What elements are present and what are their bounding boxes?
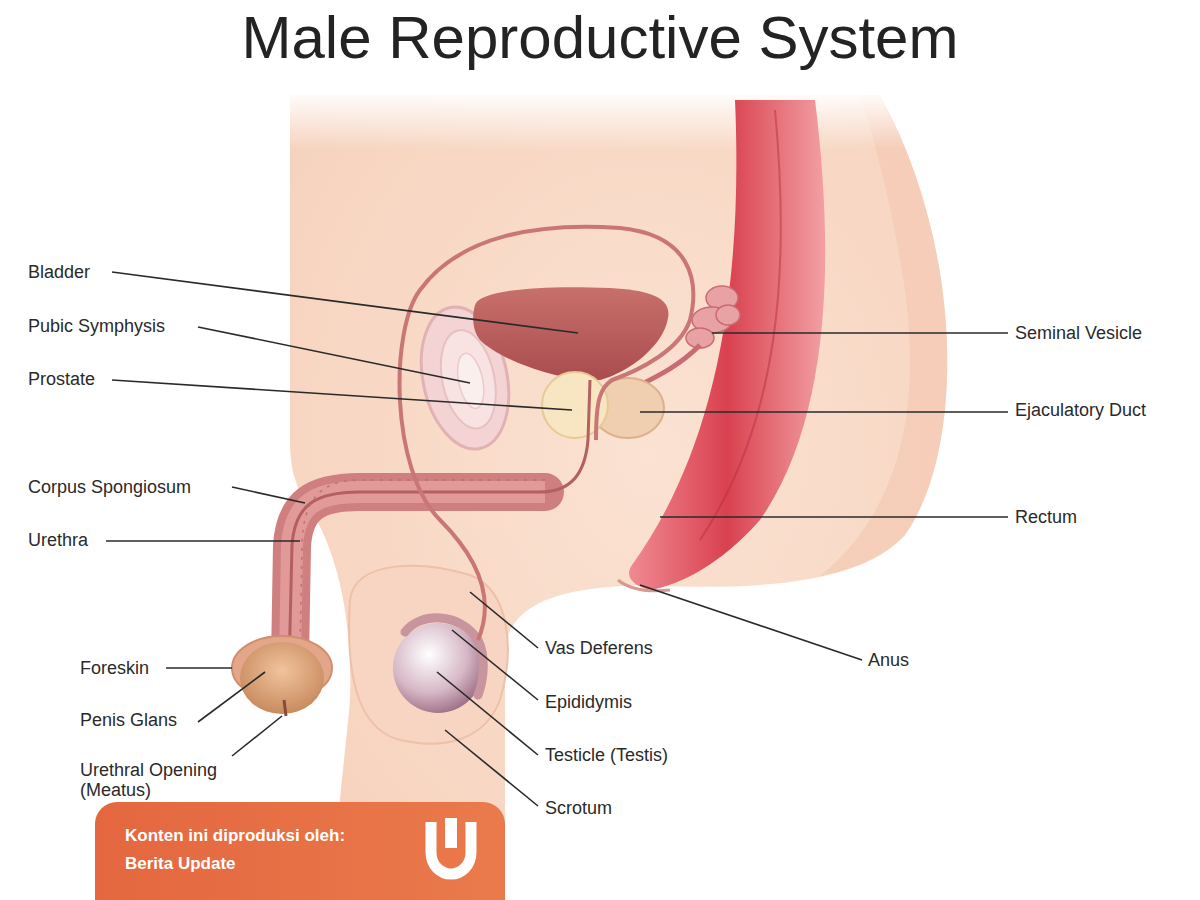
part-label: Corpus Spongiosum [28,477,191,497]
part-label: Urethra [28,530,88,550]
urethra [288,380,590,712]
watermark-text: Konten ini diproduksi oleh: [125,822,405,850]
watermark-panel: Konten ini diproduksi oleh:Berita Update [95,802,505,900]
part-label: Seminal Vesicle [1015,323,1142,343]
part-label: Vas Deferens [545,638,653,658]
part-label: Pubic Symphysis [28,316,165,336]
part-label: Scrotum [545,798,612,818]
body-silhouette [290,95,947,900]
part-label: Testicle (Testis) [545,745,668,765]
logo-icon [423,814,479,884]
part-label: Anus [868,650,909,670]
part-label: Prostate [28,369,95,389]
diagram-title: Male Reproductive System [0,2,1200,74]
penis-glans [240,642,324,714]
part-label: Epididymis [545,692,632,712]
watermark-text: Berita Update [125,850,405,878]
leader-lines [106,272,1008,806]
anus-crease [618,580,670,591]
part-label: Ejaculatory Duct [1015,400,1146,420]
epididymis [405,618,483,695]
vas-deferens [400,227,694,640]
part-label: Rectum [1015,507,1077,527]
part-label: Foreskin [80,658,149,678]
logo-bar [445,818,457,848]
part-label: Bladder [28,262,90,282]
part-label: Urethral Opening (Meatus) [80,760,270,800]
meatus [284,700,286,716]
top-fade [280,90,980,150]
part-label: Penis Glans [80,710,177,730]
back-shade [820,95,947,576]
